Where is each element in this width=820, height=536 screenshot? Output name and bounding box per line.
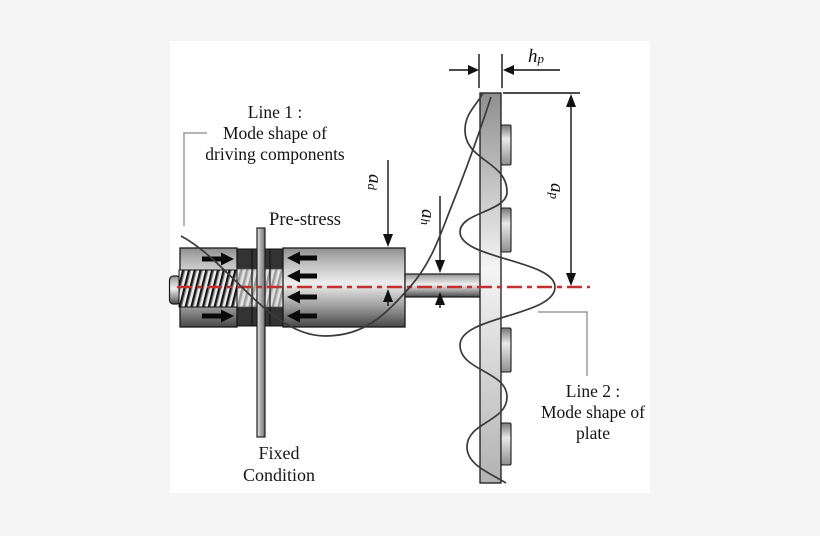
screw-threads (178, 269, 238, 308)
leader-line2 (538, 311, 588, 376)
line1-label-row3: driving components (205, 144, 345, 164)
fixed-flange (256, 227, 266, 438)
plate-mass (500, 207, 512, 253)
line1-label: Line 1 : Mode shape of driving component… (160, 102, 390, 165)
line2-label-row3: plate (575, 423, 610, 443)
fixed-condition-label: Fixed Condition (219, 442, 339, 486)
line2-label: Line 2 : Mode shape of plate (523, 381, 663, 444)
line1-label-title: Line 1 : (247, 102, 303, 122)
mode-shape-line1 (180, 96, 492, 337)
mode-shape-line2 (459, 92, 556, 484)
line1-label-row2: Mode shape of (222, 123, 327, 143)
dim-hp (449, 54, 560, 88)
dim-ap (503, 92, 580, 286)
prestress-arrow-left (287, 251, 317, 323)
dim-ah (435, 196, 445, 308)
plate-mass (500, 327, 512, 373)
prestress-label: Pre-stress (269, 210, 341, 230)
horn-shaft (404, 273, 482, 298)
hp-symbol: h (528, 46, 538, 67)
ap-symbol: a (546, 183, 567, 193)
plate-mass (500, 422, 512, 466)
fixed-condition-row1: Fixed (258, 443, 300, 463)
ah-symbol: a (417, 209, 438, 219)
line2-label-row2: Mode shape of (540, 402, 645, 422)
plate-mass (500, 124, 512, 166)
ad-symbol: a (364, 174, 385, 184)
leader-line1 (183, 132, 207, 226)
line2-label-title: Line 2 : (565, 381, 621, 401)
dim-ad (383, 160, 393, 306)
fixed-condition-row2: Condition (242, 465, 315, 485)
